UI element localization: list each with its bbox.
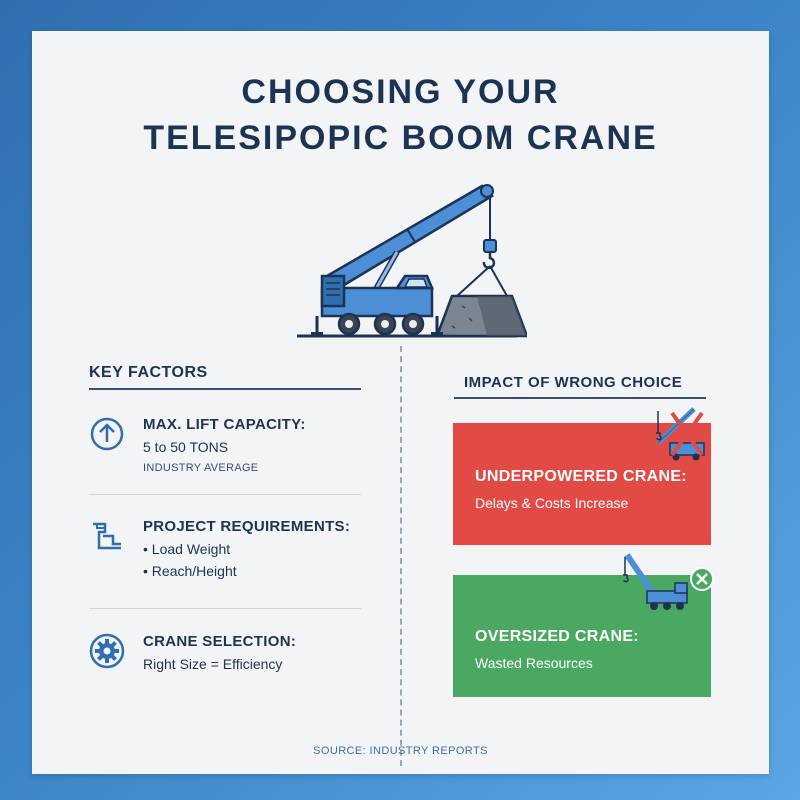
title-line-2: TELESIPOPIC BOOM CRANE bbox=[143, 119, 658, 157]
box-title: OVERSIZED CRANE: bbox=[475, 628, 639, 645]
factor-crane-selection: CRANE SELECTION: Right Size = Efficiency bbox=[89, 631, 361, 691]
factor-bullet-load-weight: • Load Weight bbox=[143, 541, 231, 557]
factor-title: CRANE SELECTION: bbox=[143, 633, 297, 650]
box-subtitle: Wasted Resources bbox=[475, 655, 593, 671]
factor-title: MAX. LIFT CAPACITY: bbox=[143, 416, 306, 433]
factor-value: 5 to 50 TONS bbox=[143, 439, 229, 455]
factor-lift-capacity: MAX. LIFT CAPACITY: 5 to 50 TONS INDUSTR… bbox=[89, 414, 361, 484]
crossed-crane-icon bbox=[656, 407, 705, 461]
factor-bullet-reach-height: • Reach/Height bbox=[143, 563, 237, 579]
gear-icon bbox=[89, 633, 125, 669]
pipe-layout-icon bbox=[93, 522, 121, 550]
impact-heading: IMPACT OF WRONG CHOICE bbox=[464, 374, 683, 391]
impact-rule bbox=[454, 397, 706, 399]
source-note: SOURCE: INDUSTRY REPORTS bbox=[313, 745, 488, 757]
arrow-up-circle-icon bbox=[90, 417, 124, 451]
column-divider bbox=[400, 346, 402, 766]
factor-project-requirements: PROJECT REQUIREMENTS: • Load Weight • Re… bbox=[89, 516, 361, 586]
infographic-card: CHOOSING YOUR TELESIPOPIC BOOM CRANE bbox=[32, 31, 769, 774]
crane-with-x-badge-icon bbox=[623, 553, 714, 610]
factor-note: INDUSTRY AVERAGE bbox=[143, 462, 259, 474]
factor-separator bbox=[89, 494, 361, 495]
telescopic-crane-illustration bbox=[297, 184, 527, 338]
key-factors-rule bbox=[89, 388, 361, 390]
factor-title: PROJECT REQUIREMENTS: bbox=[143, 518, 351, 535]
box-subtitle: Delays & Costs Increase bbox=[475, 495, 629, 511]
key-factors-heading: KEY FACTORS bbox=[89, 364, 208, 381]
box-title: UNDERPOWERED CRANE: bbox=[475, 468, 687, 485]
page-title: CHOOSING YOUR TELESIPOPIC BOOM CRANE bbox=[32, 69, 769, 161]
factor-value: Right Size = Efficiency bbox=[143, 656, 283, 672]
underpowered-crane-box: UNDERPOWERED CRANE: Delays & Costs Incre… bbox=[453, 423, 711, 545]
title-line-1: CHOOSING YOUR bbox=[241, 73, 560, 111]
factor-separator bbox=[89, 608, 361, 609]
